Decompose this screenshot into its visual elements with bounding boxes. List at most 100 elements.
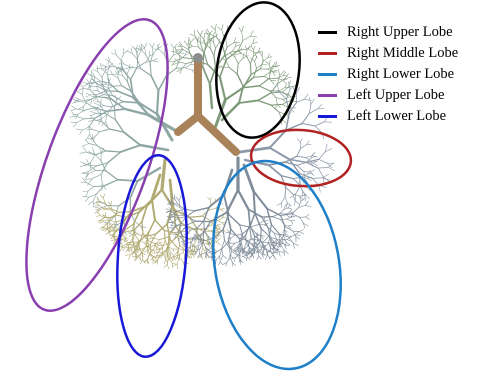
airway-branch — [168, 252, 170, 256]
airway-branch — [288, 225, 292, 226]
airway-branch — [240, 148, 270, 152]
airway-branch — [113, 75, 118, 78]
airway-branch — [250, 36, 256, 37]
airway-branch — [100, 63, 102, 69]
airway-branch — [246, 56, 250, 64]
airway-branch — [190, 254, 194, 255]
airway-branch — [148, 238, 153, 239]
airway-branch — [95, 151, 106, 155]
airway-branch — [153, 238, 160, 239]
airway-branch — [101, 161, 106, 171]
airway-branch — [250, 63, 251, 74]
airway-branch — [108, 88, 112, 95]
airway-branch — [167, 258, 168, 264]
airway-branch — [319, 186, 320, 193]
legend-label-right-upper-lobe: Right Upper Lobe — [347, 25, 453, 40]
airway-branch — [285, 83, 287, 87]
airway-branch — [214, 56, 216, 68]
airway-branch — [276, 62, 277, 67]
bronchial-branches — [70, 24, 335, 269]
airway-branch — [301, 145, 307, 149]
legend-entry-right-lower-lobe: Right Lower Lobe — [318, 64, 458, 85]
airway-branch — [107, 66, 114, 67]
airway-branch — [167, 264, 169, 269]
airway-branch — [275, 244, 277, 247]
airway-branch — [91, 155, 95, 163]
airway-branch — [141, 260, 143, 264]
airway-branch — [176, 197, 179, 201]
airway-branch — [244, 165, 254, 191]
legend-entry-left-upper-lobe: Left Upper Lobe — [318, 85, 458, 106]
airway-branch — [207, 252, 210, 254]
airway-branch — [285, 242, 286, 247]
airway-branch — [209, 208, 216, 210]
airway-branch — [258, 101, 271, 106]
airway-branch — [170, 61, 176, 62]
airway-branch — [159, 242, 162, 243]
airway-branch — [108, 205, 119, 206]
airway-branch — [190, 247, 191, 250]
airway-branch — [87, 165, 97, 166]
airway-branch — [86, 95, 91, 97]
airway-branch — [177, 264, 178, 269]
airway-branch — [95, 77, 100, 81]
airway-branch — [237, 64, 238, 74]
airway-branch — [80, 130, 83, 135]
airway-branch — [232, 258, 236, 259]
airway-branch — [129, 234, 132, 236]
airway-branch — [100, 195, 103, 198]
airway-branch — [83, 146, 87, 152]
airway-branch — [166, 209, 170, 211]
airway-branch — [123, 247, 125, 250]
airway-branch — [123, 243, 129, 247]
airway-branch — [86, 102, 95, 108]
airway-branch — [83, 191, 88, 192]
airway-branch — [253, 39, 254, 44]
airway-branch — [190, 38, 194, 42]
airway-branch — [162, 241, 165, 249]
airway-branch — [73, 122, 77, 127]
airway-branch — [72, 112, 76, 116]
airway-branch — [238, 58, 243, 64]
airway-branch — [302, 124, 315, 127]
airway-branch — [291, 220, 295, 221]
airway-branch — [76, 129, 82, 130]
airway-branch — [104, 207, 107, 209]
airway-branch — [309, 97, 311, 104]
airway-branch — [221, 208, 225, 209]
airway-branch — [297, 156, 306, 157]
airway-branch — [210, 84, 212, 108]
airway-branch — [104, 198, 106, 203]
airway-branch — [243, 255, 247, 256]
airway-branch — [164, 259, 165, 264]
airway-branch — [297, 139, 300, 143]
airway-branch — [257, 239, 258, 243]
airway-branch — [284, 236, 287, 242]
trachea-trunk — [178, 58, 236, 152]
airway-branch — [141, 68, 152, 76]
airway-branch — [243, 256, 247, 259]
airway-branch — [174, 256, 175, 260]
airway-branch — [261, 229, 262, 241]
airway-branch — [266, 62, 269, 65]
airway-branch — [107, 209, 112, 210]
airway-branch — [295, 201, 296, 206]
airway-branch — [121, 145, 141, 152]
airway-branch — [131, 67, 138, 79]
airway-branch — [297, 99, 305, 102]
airway-branch — [206, 31, 209, 36]
airway-branch — [186, 211, 195, 217]
airway-branch — [238, 190, 249, 209]
airway-branch — [295, 232, 299, 235]
airway-branch — [262, 52, 263, 56]
airway-branch — [99, 208, 104, 210]
airway-branch — [277, 203, 281, 206]
airway-branch — [218, 218, 222, 221]
airway-branch — [283, 80, 286, 83]
airway-branch — [296, 237, 300, 239]
airway-branch — [263, 252, 264, 255]
airway-branch — [270, 148, 290, 160]
airway-branch — [263, 58, 268, 62]
airway-branch — [177, 209, 185, 211]
airway-branch — [185, 65, 190, 68]
